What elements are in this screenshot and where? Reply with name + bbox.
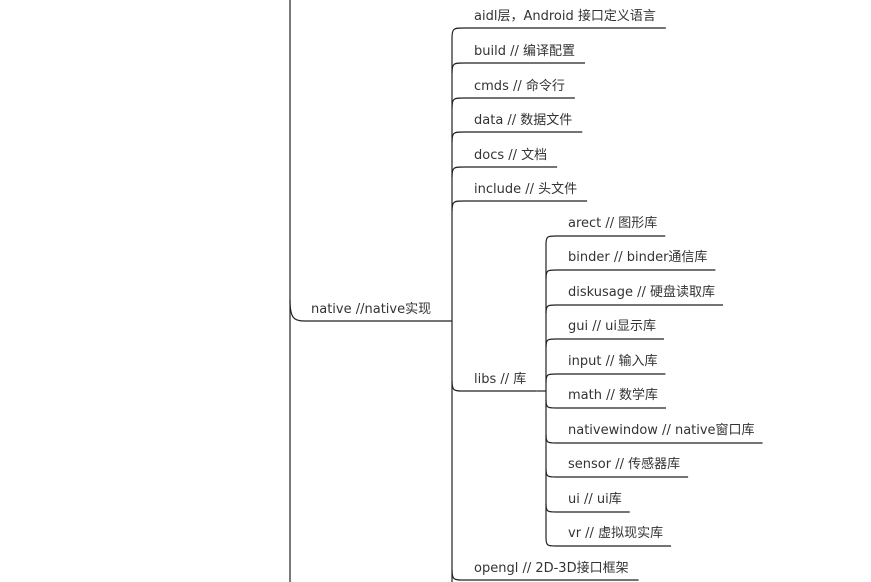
edge-native-2 (451, 97, 465, 109)
edge-libs-5 (545, 399, 557, 409)
edge-libs-4 (545, 373, 557, 383)
edge-native-6 (451, 380, 465, 392)
edge-native-7 (451, 569, 465, 581)
node-libs-4[interactable]: input // 输入库 (568, 353, 657, 369)
node-level1-1[interactable]: build // 编译配置 (474, 44, 575, 59)
node-libs-8[interactable]: ui // ui库 (568, 491, 622, 507)
node-level1-7[interactable]: opengl // 2D-3D接口框架 (474, 560, 629, 576)
node-level1-5[interactable]: include // 头文件 (474, 182, 577, 197)
edge-libs-9 (545, 537, 557, 547)
node-libs-5[interactable]: math // 数学库 (568, 387, 658, 403)
edge-libs-1 (545, 269, 557, 279)
node-native[interactable]: native //native实现 (311, 302, 431, 317)
node-libs-2[interactable]: diskusage // 硬盘读取库 (568, 284, 715, 300)
edge-trunk-native (289, 299, 305, 322)
edge-libs-3 (545, 338, 557, 348)
node-level1-6[interactable]: libs // 库 (474, 371, 526, 387)
node-libs-1[interactable]: binder // binder通信库 (568, 249, 707, 265)
node-libs-3[interactable]: gui // ui显示库 (568, 318, 656, 334)
node-libs-0[interactable]: arect // 图形库 (568, 215, 657, 231)
node-libs-9[interactable]: vr // 虚拟现实库 (568, 525, 663, 541)
edge-native-5 (451, 200, 465, 212)
edge-libs-0 (545, 235, 557, 245)
mindmap-labels: native //native实现 aidl层，Android 接口定义语言 bu… (311, 8, 755, 576)
edge-native-3 (451, 131, 465, 143)
mindmap-edges (289, 0, 763, 582)
edge-libs-2 (545, 304, 557, 314)
edge-libs-7 (545, 468, 557, 478)
edge-native-4 (451, 166, 465, 178)
node-level1-4[interactable]: docs // 文档 (474, 148, 547, 163)
node-level1-0[interactable]: aidl层，Android 接口定义语言 (474, 8, 656, 24)
node-libs-7[interactable]: sensor // 传感器库 (568, 456, 680, 472)
node-level1-2[interactable]: cmds // 命令行 (474, 78, 565, 94)
edge-libs-6 (545, 434, 557, 444)
edge-native-0 (451, 27, 465, 39)
edge-native-1 (451, 62, 465, 74)
node-level1-3[interactable]: data // 数据文件 (474, 113, 572, 128)
node-libs-6[interactable]: nativewindow // native窗口库 (568, 422, 755, 438)
edge-libs-8 (545, 503, 557, 513)
